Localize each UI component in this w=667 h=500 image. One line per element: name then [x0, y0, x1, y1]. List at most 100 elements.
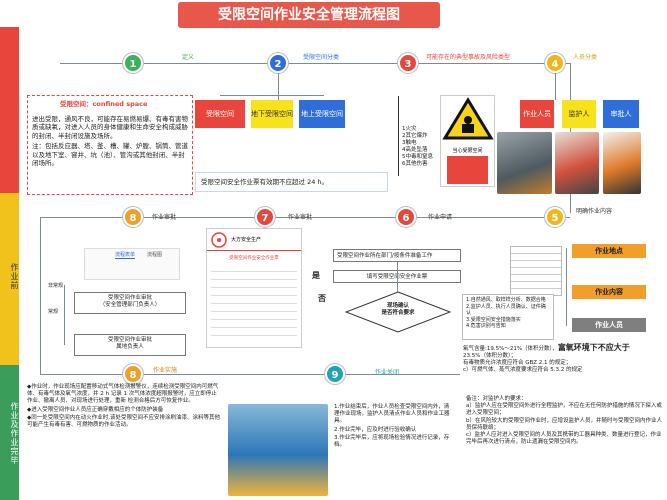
step-7-label: 作业审批 [288, 214, 313, 221]
step-7-circle: 7 [255, 207, 275, 227]
page-title: 受限空间作业安全管理流程图 [178, 2, 440, 28]
content-tag-location: 作业地点 [572, 244, 646, 258]
approver-a-box: 受限空间作业审批 （安全管理部门负责人） [74, 292, 186, 314]
lane-label-pre: 作业前 [10, 262, 19, 290]
permit-lines [211, 265, 297, 343]
gas-line-3: 有毒物质允许浓度应符合 GBZ 2.1 的规定； [463, 360, 572, 366]
gas-line-1-strong: 富氧环境下不应大于 [557, 343, 630, 352]
step-5-circle: 5 [545, 207, 565, 227]
person-type-3: 审批人 [603, 100, 639, 128]
connector-step4 [555, 73, 556, 100]
path-non-routine: 非常规 [48, 283, 64, 289]
person-type-2: 监护人 [562, 100, 596, 128]
approver-b-box: 受限空间作业审批 属地负责人 [74, 334, 186, 356]
step-9-label: 作业关闭 [375, 369, 400, 376]
worker-photo-3 [603, 132, 641, 194]
guardian-item: a）监护人应在受限空间外进行全程监护，不应在无任何防护措施的情况下探入或进入受限… [466, 403, 662, 417]
gas-requirements: 氧气含量:19.5%～21%（体积分数），富氧环境下不应大于 23.5%（体积分… [463, 344, 663, 374]
apply-box: 受限空间作业所在部门/按条件准备工作 [333, 249, 461, 262]
risk-item: 2其它爆炸 [402, 133, 428, 139]
step-8b-label: 作业实施 [153, 367, 178, 374]
risk-item: 6其他伤害 [402, 161, 428, 167]
confirm-item: 3.受限空间安全措施落实 [466, 316, 521, 323]
lane-bar-during [0, 365, 19, 500]
step-4-circle: 4 [545, 53, 565, 73]
step-6-label: 作业申请 [428, 214, 453, 221]
decision-no: 否 [318, 294, 326, 303]
step-1-circle: 1 [123, 53, 143, 73]
person-type-1: 作业人员 [520, 100, 554, 128]
ticket-text: 填写受限空间安全作业票 [367, 274, 428, 280]
connector-types [220, 95, 324, 96]
permit-form-title: 受限空间作业安全作业票 [229, 256, 279, 261]
validity-note-box: 受限空间安全作业票有效期不应超过 24 h。 [195, 172, 388, 192]
app-tab-chart[interactable]: 流程图 [147, 252, 163, 258]
definition-box: 受限空间：confined space 进出受限，通风不良，可能存在易燃易爆、有… [27, 95, 193, 195]
warning-triangle-icon [442, 97, 494, 140]
space-type-3: 地上受限空间 [299, 100, 345, 128]
connector-app [397, 262, 398, 292]
worker-photo-2 [555, 132, 599, 194]
step-8b-circle: 8 [123, 364, 143, 384]
closing-item: 1.作业结束后，作业人员检查受限空间内外，清理作业现场，监护人员清点作业人员和作… [334, 404, 450, 425]
confirm-item: 1.自然通风、取样样分析、数据合格 [466, 297, 546, 303]
decision-yes: 是 [312, 271, 320, 280]
lane-label-during: 作业及作业完毕 [10, 401, 19, 465]
connector-step2 [278, 73, 279, 100]
closing-item: 3.作业完毕后，应将现场检验情况进行记录，存档。 [334, 434, 450, 449]
implementation-notes: ◆作业时，作业现场应配置移动式气体检测报警仪，连续检测受限空间内可燃气体、有毒气… [27, 384, 222, 429]
step-8a-label: 作业审批 [152, 214, 177, 221]
content-tag-content: 作业内容 [572, 285, 646, 299]
risk-item: 4高处坠落 [402, 147, 428, 153]
step-2-circle: 2 [268, 53, 288, 73]
warning-sign: 当心受限空间 [440, 95, 495, 187]
confirm-item: 4.危害识别与告知 [466, 323, 506, 330]
confirm-list: 1.自然通风、取样样分析、数据合格 2.监护人员、执行人员确认、证件确认 3.受… [462, 294, 554, 340]
guardian-item: c）监护人应对进入受限空间的人员及其携带的工器具种类、数量进行登记，作业完毕后再… [466, 432, 662, 446]
flow-line-left [40, 217, 41, 374]
guardian-note: 备注：对监护人的要求： [466, 396, 527, 402]
risk-list: 1火灾 2其它爆炸 3触电 4高处坠落 5中毒和窒息 6其他伤害 [398, 96, 434, 176]
closing-notes: 1.作业结束后，作业人员检查受限空间内外，清理作业现场，监护人员清点作业人员和作… [334, 404, 452, 449]
decision-diamond [345, 291, 451, 333]
permit-label: 大方安全生产 [231, 237, 262, 243]
gas-line-4: c）可燃气体、蒸气浓度要求应符合 5.3.2 的规定 [463, 367, 583, 373]
permit-header: 大方安全生产 [207, 229, 301, 251]
warning-panel [447, 156, 488, 184]
step-9-circle: 9 [325, 364, 345, 384]
step-4-label: 人员分类 [573, 54, 598, 61]
risk-item: 3触电 [402, 140, 417, 146]
definition-body: 进出受限，通风不良，可能存在易燃易爆、有毒有害物质或缺氧，对进入人员的身体健康和… [32, 114, 188, 140]
implementation-item: ◆同一处受限空间内在动火作业时,该处受限空间不应安排涂刷油漆、涂料等其他可能产生… [27, 414, 220, 429]
app-screen: 流程表单 流程图 [84, 248, 180, 280]
permit-form: 大方安全生产 受限空间作业安全作业票 [206, 228, 302, 348]
path-routine: 常规 [48, 309, 59, 315]
step-8a-circle: 8 [123, 207, 143, 227]
lane-bar-top [0, 27, 19, 193]
step-3-circle: 3 [398, 53, 418, 73]
content-tag-people: 作业人员 [572, 318, 646, 332]
red-seal-icon [211, 231, 227, 248]
content-bracket [566, 248, 567, 326]
step-5-label: 明确作业内容 [576, 208, 613, 215]
decision-text: 现场确认 是否符合要求 [381, 303, 415, 316]
flow-line-middle [40, 217, 570, 218]
definition-heading: 受限空间：confined space [60, 100, 148, 108]
step-1-label: 定义 [182, 54, 195, 61]
app-tab-form[interactable]: 流程表单 [115, 252, 136, 259]
step-3-label: 可能存在的典型事故及风险类型 [426, 54, 511, 61]
implementation-item: ◆进入受限空间作业人员应正确穿戴相应的个体防护装备 [27, 406, 164, 413]
lane-bar-pre [0, 193, 19, 365]
apply-text: 受限空间作业所在部门/按条件准备工作 [337, 253, 433, 259]
space-type-1: 受限空间 [195, 100, 245, 128]
step-6-circle: 6 [396, 207, 416, 227]
risk-item: 1火灾 [402, 126, 417, 132]
flow-line-top [60, 63, 570, 64]
content-table [510, 246, 562, 296]
connector-approve [64, 285, 65, 345]
risk-item: 5中毒和窒息 [402, 154, 433, 160]
worker-photo-1 [497, 132, 552, 194]
validity-note: 受限空间安全作业票有效期不应超过 24 h。 [201, 178, 329, 186]
guardian-item: b）在风险较大的受限空间作业时，应增设监护人员，并随时与受限空间内作业人员保持联… [466, 417, 662, 431]
